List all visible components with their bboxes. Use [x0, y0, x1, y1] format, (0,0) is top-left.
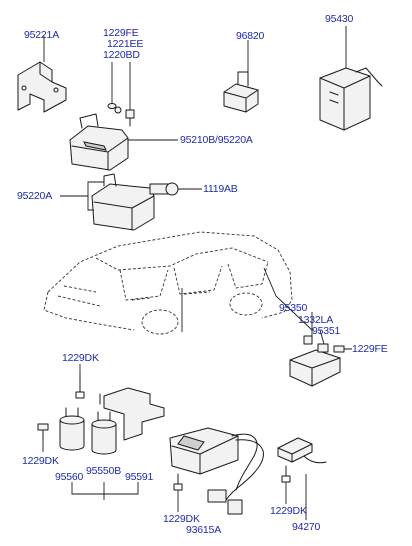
flasher-bracket-drawing — [75, 373, 165, 441]
relay-95210B-drawing — [69, 113, 178, 171]
module-95430-drawing — [319, 67, 383, 131]
label-95351: 95351 — [312, 325, 341, 337]
label-1229FE-top: 1229FE — [103, 27, 139, 39]
label-leaders — [42, 26, 347, 520]
label-1220BD: 1220BD — [103, 49, 140, 61]
relay-95220A-drawing — [60, 173, 202, 231]
label-1119AB: 1119AB — [203, 183, 238, 195]
label-95430: 95430 — [325, 13, 354, 25]
group-bracket-lines — [71, 482, 139, 500]
label-1229FE-mid: 1229FE — [352, 343, 388, 355]
label-1229DK-left: 1229DK — [22, 455, 59, 467]
label-94270: 94270 — [292, 521, 321, 533]
label-1229DK-right: 1229DK — [270, 505, 307, 517]
label-95550B: 95550B — [86, 465, 122, 477]
label-95220A: 95220A — [17, 190, 53, 202]
label-1221EE: 1221EE — [107, 38, 144, 50]
leader-95350-drawing — [181, 267, 313, 332]
label-1332LA: 1332LA — [298, 314, 334, 326]
bracket-95221A-drawing — [17, 61, 67, 113]
label-95591: 95591 — [125, 471, 154, 483]
label-96820: 96820 — [236, 30, 265, 42]
module-93615A-drawing — [169, 427, 264, 515]
label-95560: 95560 — [55, 471, 84, 483]
relay-96820-drawing — [223, 71, 259, 113]
label-1229DK-bottom: 1229DK — [163, 513, 200, 525]
label-1229DK-top: 1229DK — [62, 352, 99, 364]
label-95350: 95350 — [279, 302, 308, 314]
screw-left-drawing — [37, 423, 49, 441]
label-95210B-95220A: 95210B/95220A — [180, 134, 253, 146]
flasher-95550B-drawing — [91, 411, 117, 455]
car-outline-drawing — [43, 231, 293, 335]
sensor-94270-drawing — [277, 437, 327, 483]
label-93615A: 93615A — [186, 524, 222, 536]
flasher-95560-drawing — [59, 407, 85, 451]
label-95221A: 95221A — [24, 29, 60, 41]
fastener-stack-drawing — [107, 62, 135, 127]
module-95350-drawing — [289, 312, 352, 387]
